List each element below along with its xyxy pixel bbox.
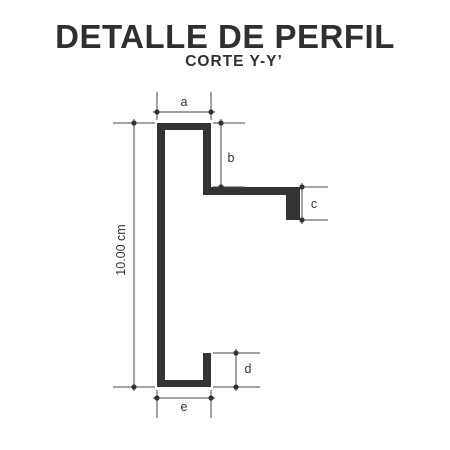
dimension-b (213, 119, 245, 191)
dimension-d-start-dot (233, 350, 239, 356)
dimension-e (153, 390, 215, 418)
profile-section (157, 123, 300, 387)
dimension-d-label: d (245, 362, 252, 376)
dimension-a (153, 92, 215, 120)
dimension-b-start-dot (218, 120, 224, 126)
diagram-title: DETALLE DE PERFIL (55, 18, 395, 55)
dimension-d-end-dot (233, 384, 239, 390)
dimension-c (301, 183, 328, 224)
dimension-a-label: a (181, 95, 188, 109)
dimension-e-label: e (181, 400, 188, 414)
dimension-a-end-dot (208, 109, 214, 115)
dimension-b-end-dot (218, 184, 224, 190)
diagram-subtitle: CORTE Y-Y’ (185, 53, 283, 70)
dimension-c-start-dot (299, 184, 305, 190)
dimension-height-start-dot (131, 120, 137, 126)
dimension-e-start-dot (154, 395, 160, 401)
dimension-c-label: c (311, 197, 317, 211)
dimension-b-label: b (228, 151, 235, 165)
dimension-height-label: 10.00 cm (114, 224, 128, 275)
dimension-height-end-dot (131, 384, 137, 390)
dimension-e-end-dot (208, 395, 214, 401)
dimension-a-start-dot (154, 109, 160, 115)
dimension-c-end-dot (299, 217, 305, 223)
